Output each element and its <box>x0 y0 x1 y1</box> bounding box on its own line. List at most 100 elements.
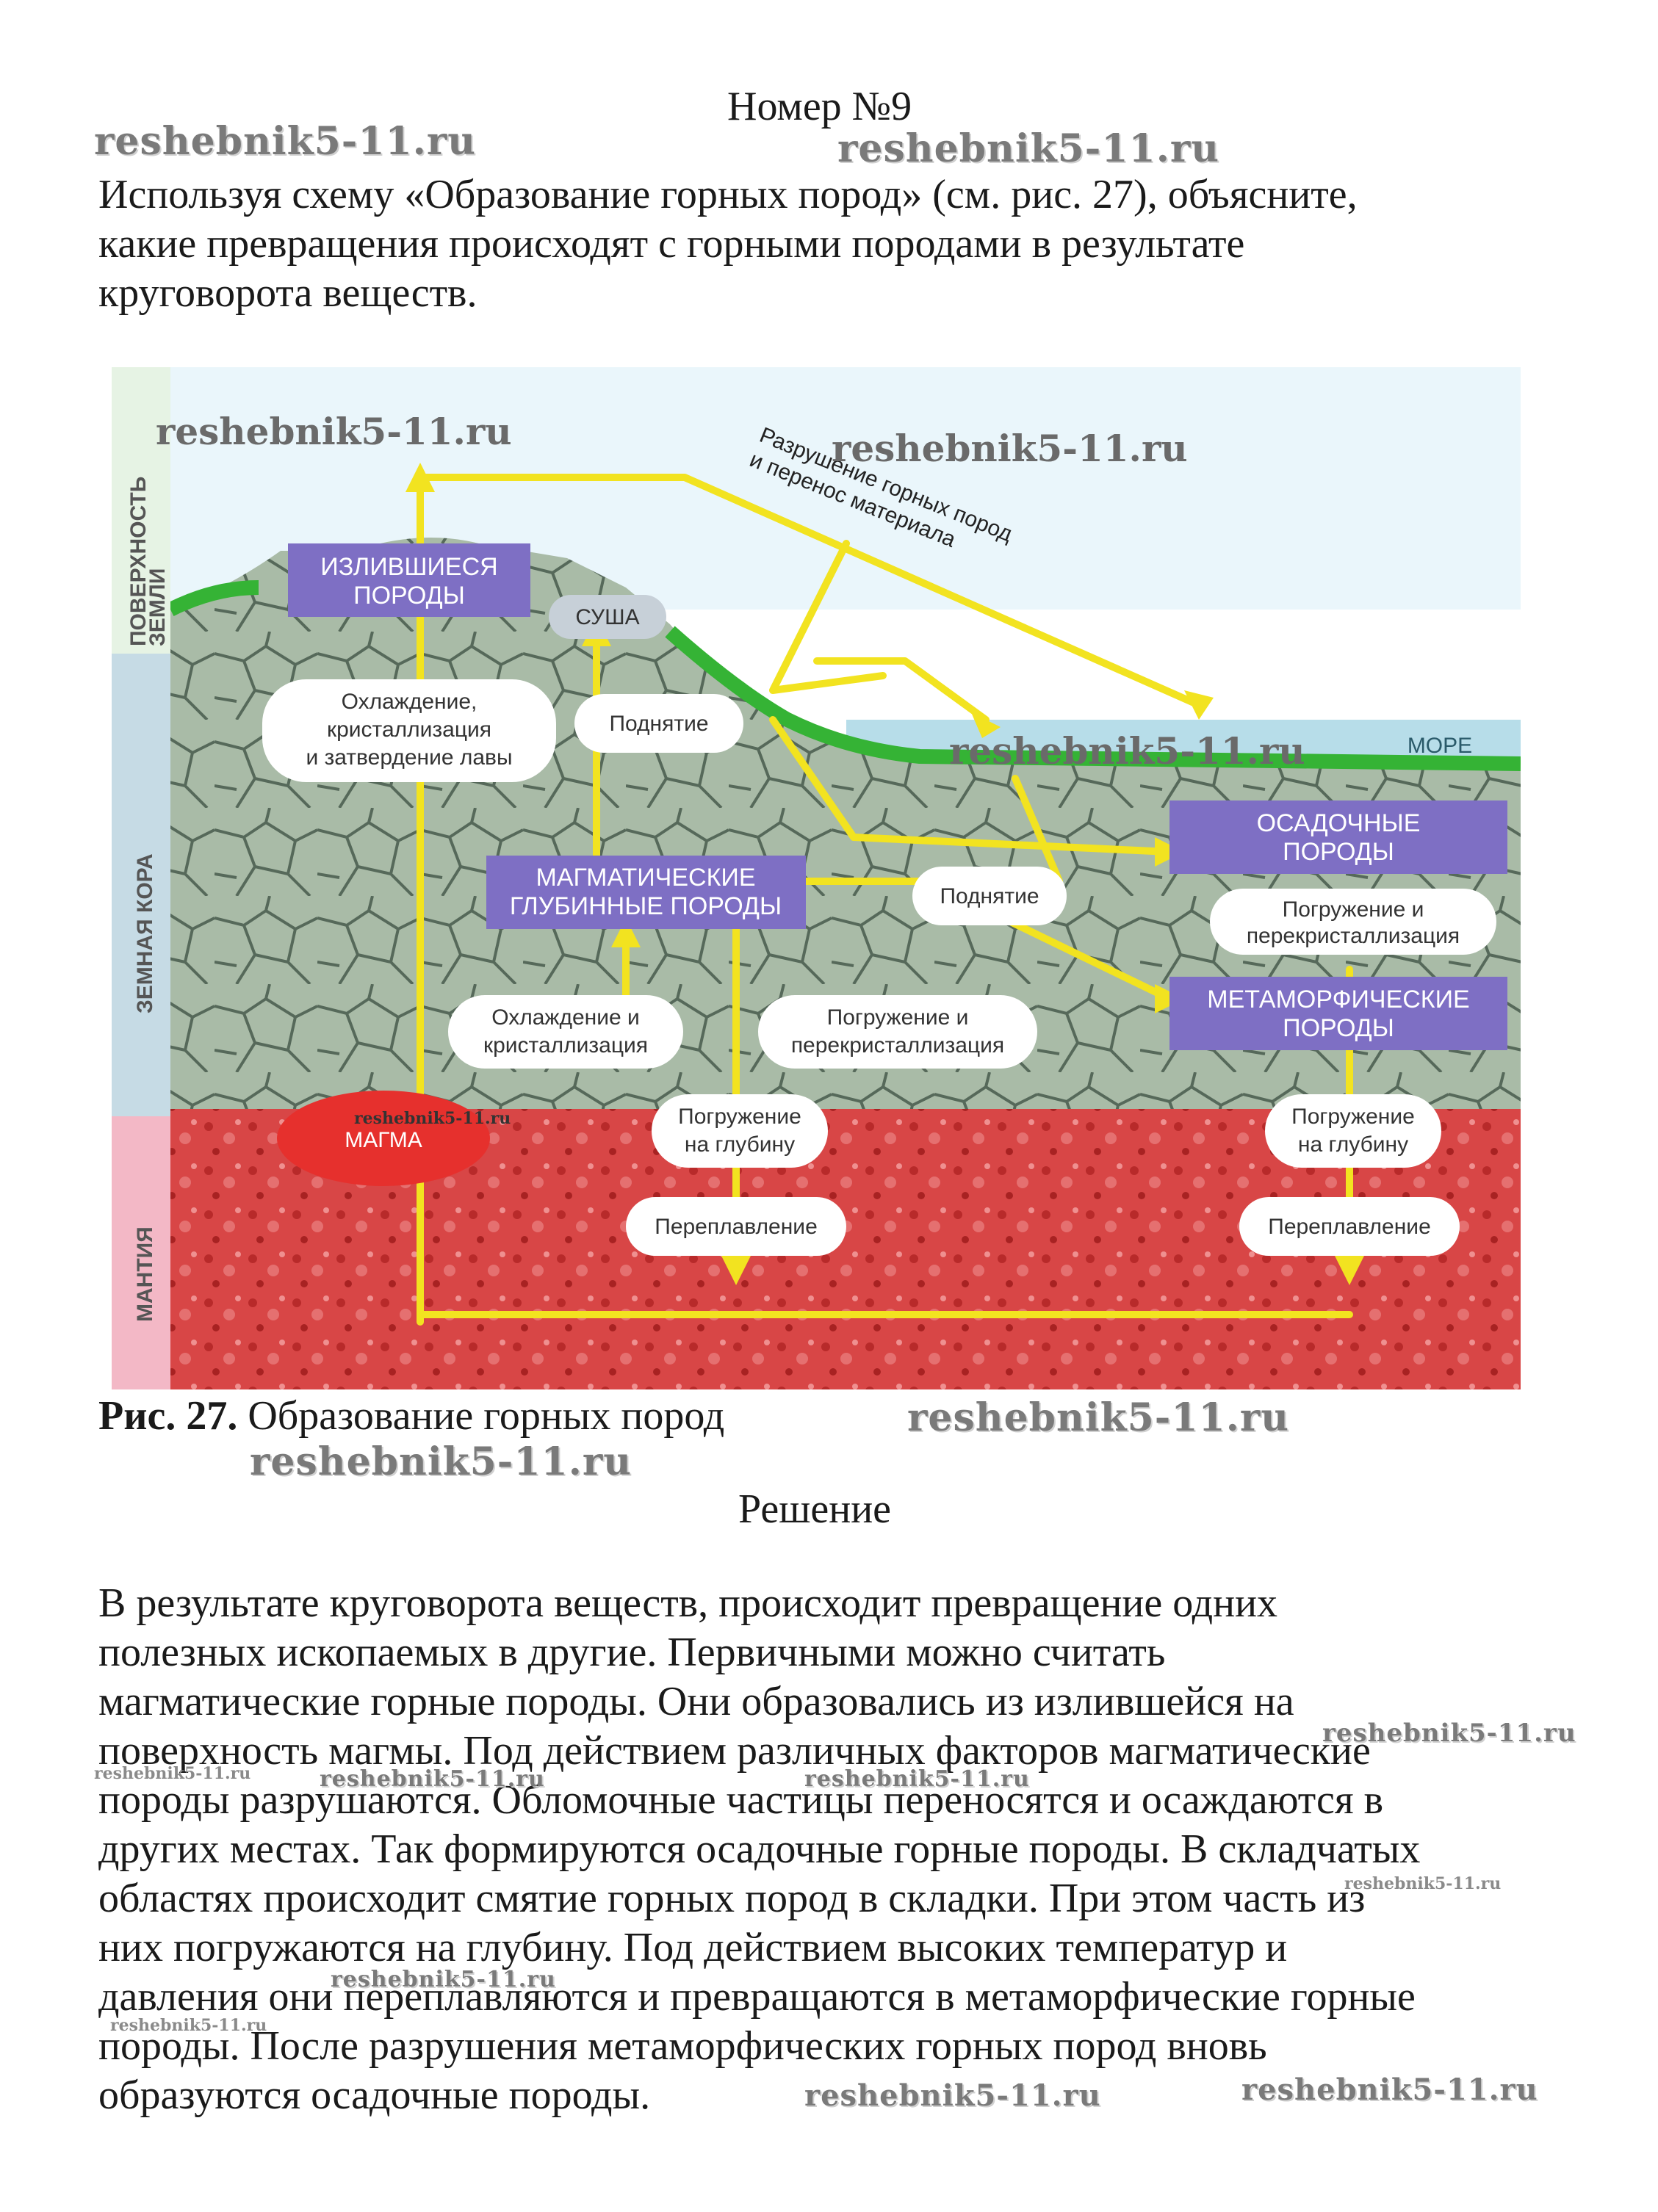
sea-label: МОРЕ <box>1408 734 1472 758</box>
pill-cooling-lava <box>262 679 556 782</box>
pill-cooling-lava-text: кристаллизация <box>327 718 491 742</box>
pill-sinking-right-text: Погружение и <box>1283 897 1424 922</box>
pill-sinking-right-text: перекристаллизация <box>1247 924 1460 948</box>
magma <box>277 1091 490 1186</box>
pill-cooling-lava-text: Охлаждение, <box>342 690 477 714</box>
solution-line: полезных ископаемых в другие. Первичными… <box>98 1630 1166 1675</box>
arrow-erosion-1 <box>769 540 887 694</box>
pill-deep-right-text: на глубину <box>1298 1132 1408 1157</box>
watermark: reshebnik5-11.ru <box>250 1439 632 1484</box>
arrow-cycle-outer <box>417 474 1203 1326</box>
label-crust: ЗЕМНАЯ КОРА <box>133 853 157 1013</box>
question-line: Используя схему «Образование горных поро… <box>98 172 1358 217</box>
pill-deep-center <box>652 1094 828 1168</box>
page-title: Номер №9 <box>727 84 912 129</box>
arrowhead <box>611 918 641 947</box>
watermark: reshebnik5-11.ru <box>1322 1718 1576 1748</box>
watermark: reshebnik5-11.ru <box>1241 2072 1538 2107</box>
solution-heading: Решение <box>738 1486 892 1532</box>
pill-remelt-center <box>626 1197 846 1256</box>
box-sedimentary-text: ОСАДОЧНЫЕ <box>1257 809 1421 837</box>
pill-deep-center-text: на глубину <box>685 1132 795 1157</box>
box-metamorphic-text: МЕТАМОРФИЧЕСКИЕ <box>1207 986 1469 1013</box>
figure-caption: Рис. 27. Образование горных пород <box>98 1392 724 1441</box>
pill-cooling-cryst-text: кристаллизация <box>483 1033 648 1058</box>
magma-text: МАГМА <box>345 1128 422 1152</box>
pill-remelt-right <box>1239 1197 1460 1256</box>
figure-caption-number: Рис. 27. <box>98 1393 238 1439</box>
pill-uplift-right-text: Поднятие <box>940 884 1039 908</box>
watermark: reshebnik5-11.ru <box>320 1766 545 1792</box>
pill-sinking-center-text: перекристаллизация <box>791 1033 1004 1058</box>
arrow-uplift-right <box>1012 775 1063 885</box>
box-sedimentary-text: ПОРОДЫ <box>1283 838 1394 866</box>
watermark: reshebnik5-11.ru <box>94 1764 251 1783</box>
pill-sinking-center-text: Погружение и <box>827 1005 969 1030</box>
figure-caption-text: Образование горных пород <box>237 1393 725 1439</box>
watermark: reshebnik5-11.ru <box>804 1766 1030 1792</box>
pill-uplift-right <box>912 867 1067 925</box>
solution-line: областях происходит смятие горных пород … <box>98 1876 1366 1921</box>
question-line: какие превращения происходят с горными п… <box>98 221 1245 267</box>
side-crust-band <box>112 654 170 1116</box>
box-effusive-text: ПОРОДЫ <box>353 582 465 610</box>
pill-land <box>549 595 666 639</box>
solution-line: В результате круговорота веществ, происх… <box>98 1580 1278 1626</box>
pill-sinking-right <box>1210 889 1496 955</box>
rock-formation-diagram: ПОВЕРХНОСТЬ ЗЕМЛИ ЗЕМНАЯ КОРА МАНТИЯ ИЗЛ… <box>112 367 1521 1389</box>
arrowhead <box>406 463 435 492</box>
solution-line: них погружаются на глубину. Под действие… <box>98 1925 1288 1970</box>
arrow-sedim <box>769 716 1173 856</box>
pill-remelt-center-text: Переплавление <box>655 1215 818 1239</box>
solution-line: породы. После разрушения метаморфических… <box>98 2023 1267 2069</box>
ground-surface <box>167 580 1521 771</box>
box-effusive-rocks <box>288 543 530 617</box>
arrowhead <box>1335 1256 1364 1285</box>
watermark: reshebnik5-11.ru <box>94 119 477 164</box>
arrowhead <box>721 1256 751 1285</box>
arrowhead <box>1184 690 1214 720</box>
pill-uplift-left-text: Поднятие <box>609 712 708 736</box>
pill-sinking-center <box>758 995 1037 1069</box>
solution-line: породы разрушаются. Обломочные частицы п… <box>98 1777 1384 1823</box>
label-surface: ПОВЕРХНОСТЬ <box>126 477 151 646</box>
pill-uplift-left <box>574 694 743 753</box>
box-magmatic-text: ГЛУБИННЫЕ ПОРОДЫ <box>510 892 782 920</box>
pill-deep-center-text: Погружение <box>678 1105 801 1129</box>
watermark: reshebnik5-11.ru <box>832 427 1188 470</box>
box-magmatic-text: МАГМАТИЧЕСКИЕ <box>536 864 756 892</box>
solution-text: В результате круговорота веществ, происх… <box>98 1579 1420 2120</box>
watermark: reshebnik5-11.ru <box>1344 1874 1502 1893</box>
pill-deep-right-text: Погружение <box>1291 1105 1415 1129</box>
pill-cooling-cryst-text: Охлаждение и <box>491 1005 640 1030</box>
arrowhead <box>971 712 1001 738</box>
side-surface-band <box>112 367 170 654</box>
box-magmatic-rocks <box>486 856 806 929</box>
side-mantle-band <box>112 1116 170 1389</box>
watermark: reshebnik5-11.ru <box>110 2016 267 2035</box>
solution-line: поверхность магмы. Под действием различн… <box>98 1728 1371 1774</box>
watermark: reshebnik5-11.ru <box>804 2078 1101 2113</box>
solution-line: других местах. Так формируются осадочные… <box>98 1826 1421 1872</box>
box-metamorphic-rocks <box>1169 977 1507 1050</box>
question-text: Используя схему «Образование горных поро… <box>98 170 1358 318</box>
question-line: круговорота веществ. <box>98 270 477 316</box>
box-sedimentary-rocks <box>1169 800 1507 874</box>
pill-cooling-cryst <box>448 995 683 1069</box>
pill-remelt-right-text: Переплавление <box>1268 1215 1431 1239</box>
pill-cooling-lava-text: и затвердение лавы <box>306 745 512 770</box>
box-metamorphic-text: ПОРОДЫ <box>1283 1014 1394 1042</box>
pill-land-text: СУША <box>575 605 639 629</box>
solution-line: образуются осадочные породы. <box>98 2072 651 2118</box>
label-surface: ЗЕМЛИ <box>145 568 170 646</box>
box-effusive-text: ИЗЛИВШИЕСЯ <box>320 553 497 581</box>
watermark: reshebnik5-11.ru <box>949 729 1305 773</box>
solution-line: давления они переплавляются и превращают… <box>98 1974 1416 2020</box>
watermark: reshebnik5-11.ru <box>837 126 1220 171</box>
pill-deep-right <box>1265 1094 1441 1168</box>
watermark: reshebnik5-11.ru <box>354 1109 511 1128</box>
label-mantle: МАНТИЯ <box>133 1226 157 1322</box>
watermark: reshebnik5-11.ru <box>156 410 512 453</box>
watermark: reshebnik5-11.ru <box>331 1967 556 1992</box>
arrow-erosion-2 <box>813 657 990 723</box>
